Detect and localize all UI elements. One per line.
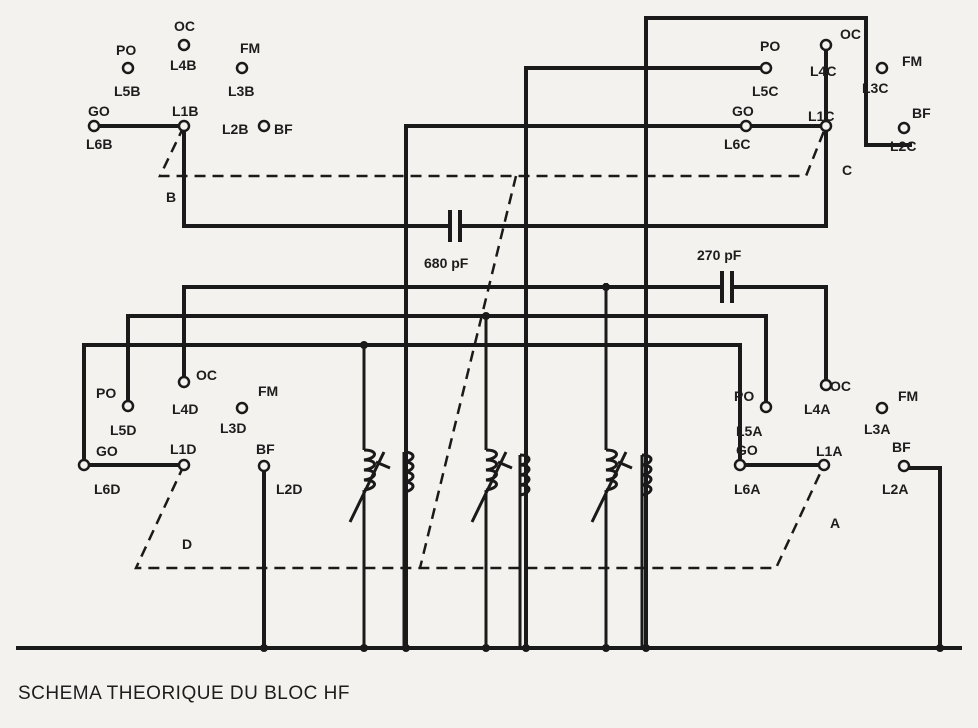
label-fm-c: FM [902,53,922,69]
wiring [82,16,942,650]
label-l6d: L6D [94,481,120,497]
label-l4c: L4C [810,63,836,79]
terminal-L6A [733,458,747,472]
label-l5b: L5B [114,83,140,99]
terminal-L5B [121,61,135,75]
label-l4a: L4A [804,401,830,417]
gang-linkage [134,125,828,570]
label-go-b: GO [88,103,110,119]
terminal-L1B [177,119,191,133]
terminal-L4C [819,38,833,52]
label-bf-d: BF [256,441,275,457]
label-l5c: L5C [752,83,778,99]
terminal-L4B [177,38,191,52]
label-l3d: L3D [220,420,246,436]
label-section-d: D [182,536,192,552]
terminal-L1D [177,458,191,472]
label-fm-b: FM [240,40,260,56]
terminal-L1C [819,119,833,133]
label-go-d: GO [96,443,118,459]
label-l1a: L1A [816,443,842,459]
diagram-title: SCHEMA THEORIQUE DU BLOC HF [18,683,350,704]
capacitor-270pf [720,271,734,303]
terminal-L3C [875,61,889,75]
coil-group-2 [470,315,531,648]
terminal-L6D [77,458,91,472]
label-l1d: L1D [170,441,196,457]
label-po-b: PO [116,42,136,58]
label-go-c: GO [732,103,754,119]
label-oc-a: OC [830,378,851,394]
label-go-a: GO [736,442,758,458]
terminal-L2B [257,119,271,133]
label-bf-b: BF [274,121,293,137]
label-l2a: L2A [882,481,908,497]
label-l1b: L1B [172,103,198,119]
label-cap-680: 680 pF [424,255,469,271]
label-l6b: L6B [86,136,112,152]
label-l3c: L3C [862,80,888,96]
terminal-L2C [897,121,911,135]
label-l4d: L4D [172,401,198,417]
junction-dots [260,283,944,652]
terminal-L2A [897,459,911,473]
terminal-L5C [759,61,773,75]
terminals [77,38,911,473]
terminal-L2D [257,459,271,473]
coil-group-3 [590,285,653,648]
terminal-L3D [235,401,249,415]
label-l3b: L3B [228,83,254,99]
label-l5a: L5A [736,423,762,439]
terminal-L5A [759,400,773,414]
label-po-a: PO [734,388,754,404]
label-bf-a: BF [892,439,911,455]
label-oc-b: OC [174,18,195,34]
terminal-L6B [87,119,101,133]
label-section-b: B [166,189,176,205]
label-section-c: C [842,162,852,178]
capacitor-680pf [448,210,462,242]
label-l5d: L5D [110,422,136,438]
label-l6a: L6A [734,481,760,497]
terminal-L4A [819,378,833,392]
terminal-L4D [177,375,191,389]
label-fm-d: FM [258,383,278,399]
label-l2c: L2C [890,138,916,154]
terminal-L6C [739,119,753,133]
label-po-c: PO [760,38,780,54]
label-l2d: L2D [276,481,302,497]
label-bf-c: BF [912,105,931,121]
label-po-d: PO [96,385,116,401]
terminal-L3A [875,401,889,415]
label-l2b: L2B [222,121,248,137]
label-fm-a: FM [898,388,918,404]
label-cap-270: 270 pF [697,247,742,263]
label-oc-c: OC [840,26,861,42]
terminal-L1A [817,458,831,472]
label-oc-d: OC [196,367,217,383]
label-l3a: L3A [864,421,890,437]
label-l6c: L6C [724,136,750,152]
label-l4b: L4B [170,57,196,73]
terminal-L3B [235,61,249,75]
terminal-L5D [121,399,135,413]
label-section-a: A [830,515,840,531]
label-l1c: L1C [808,108,834,124]
coil-group-1 [348,345,415,648]
